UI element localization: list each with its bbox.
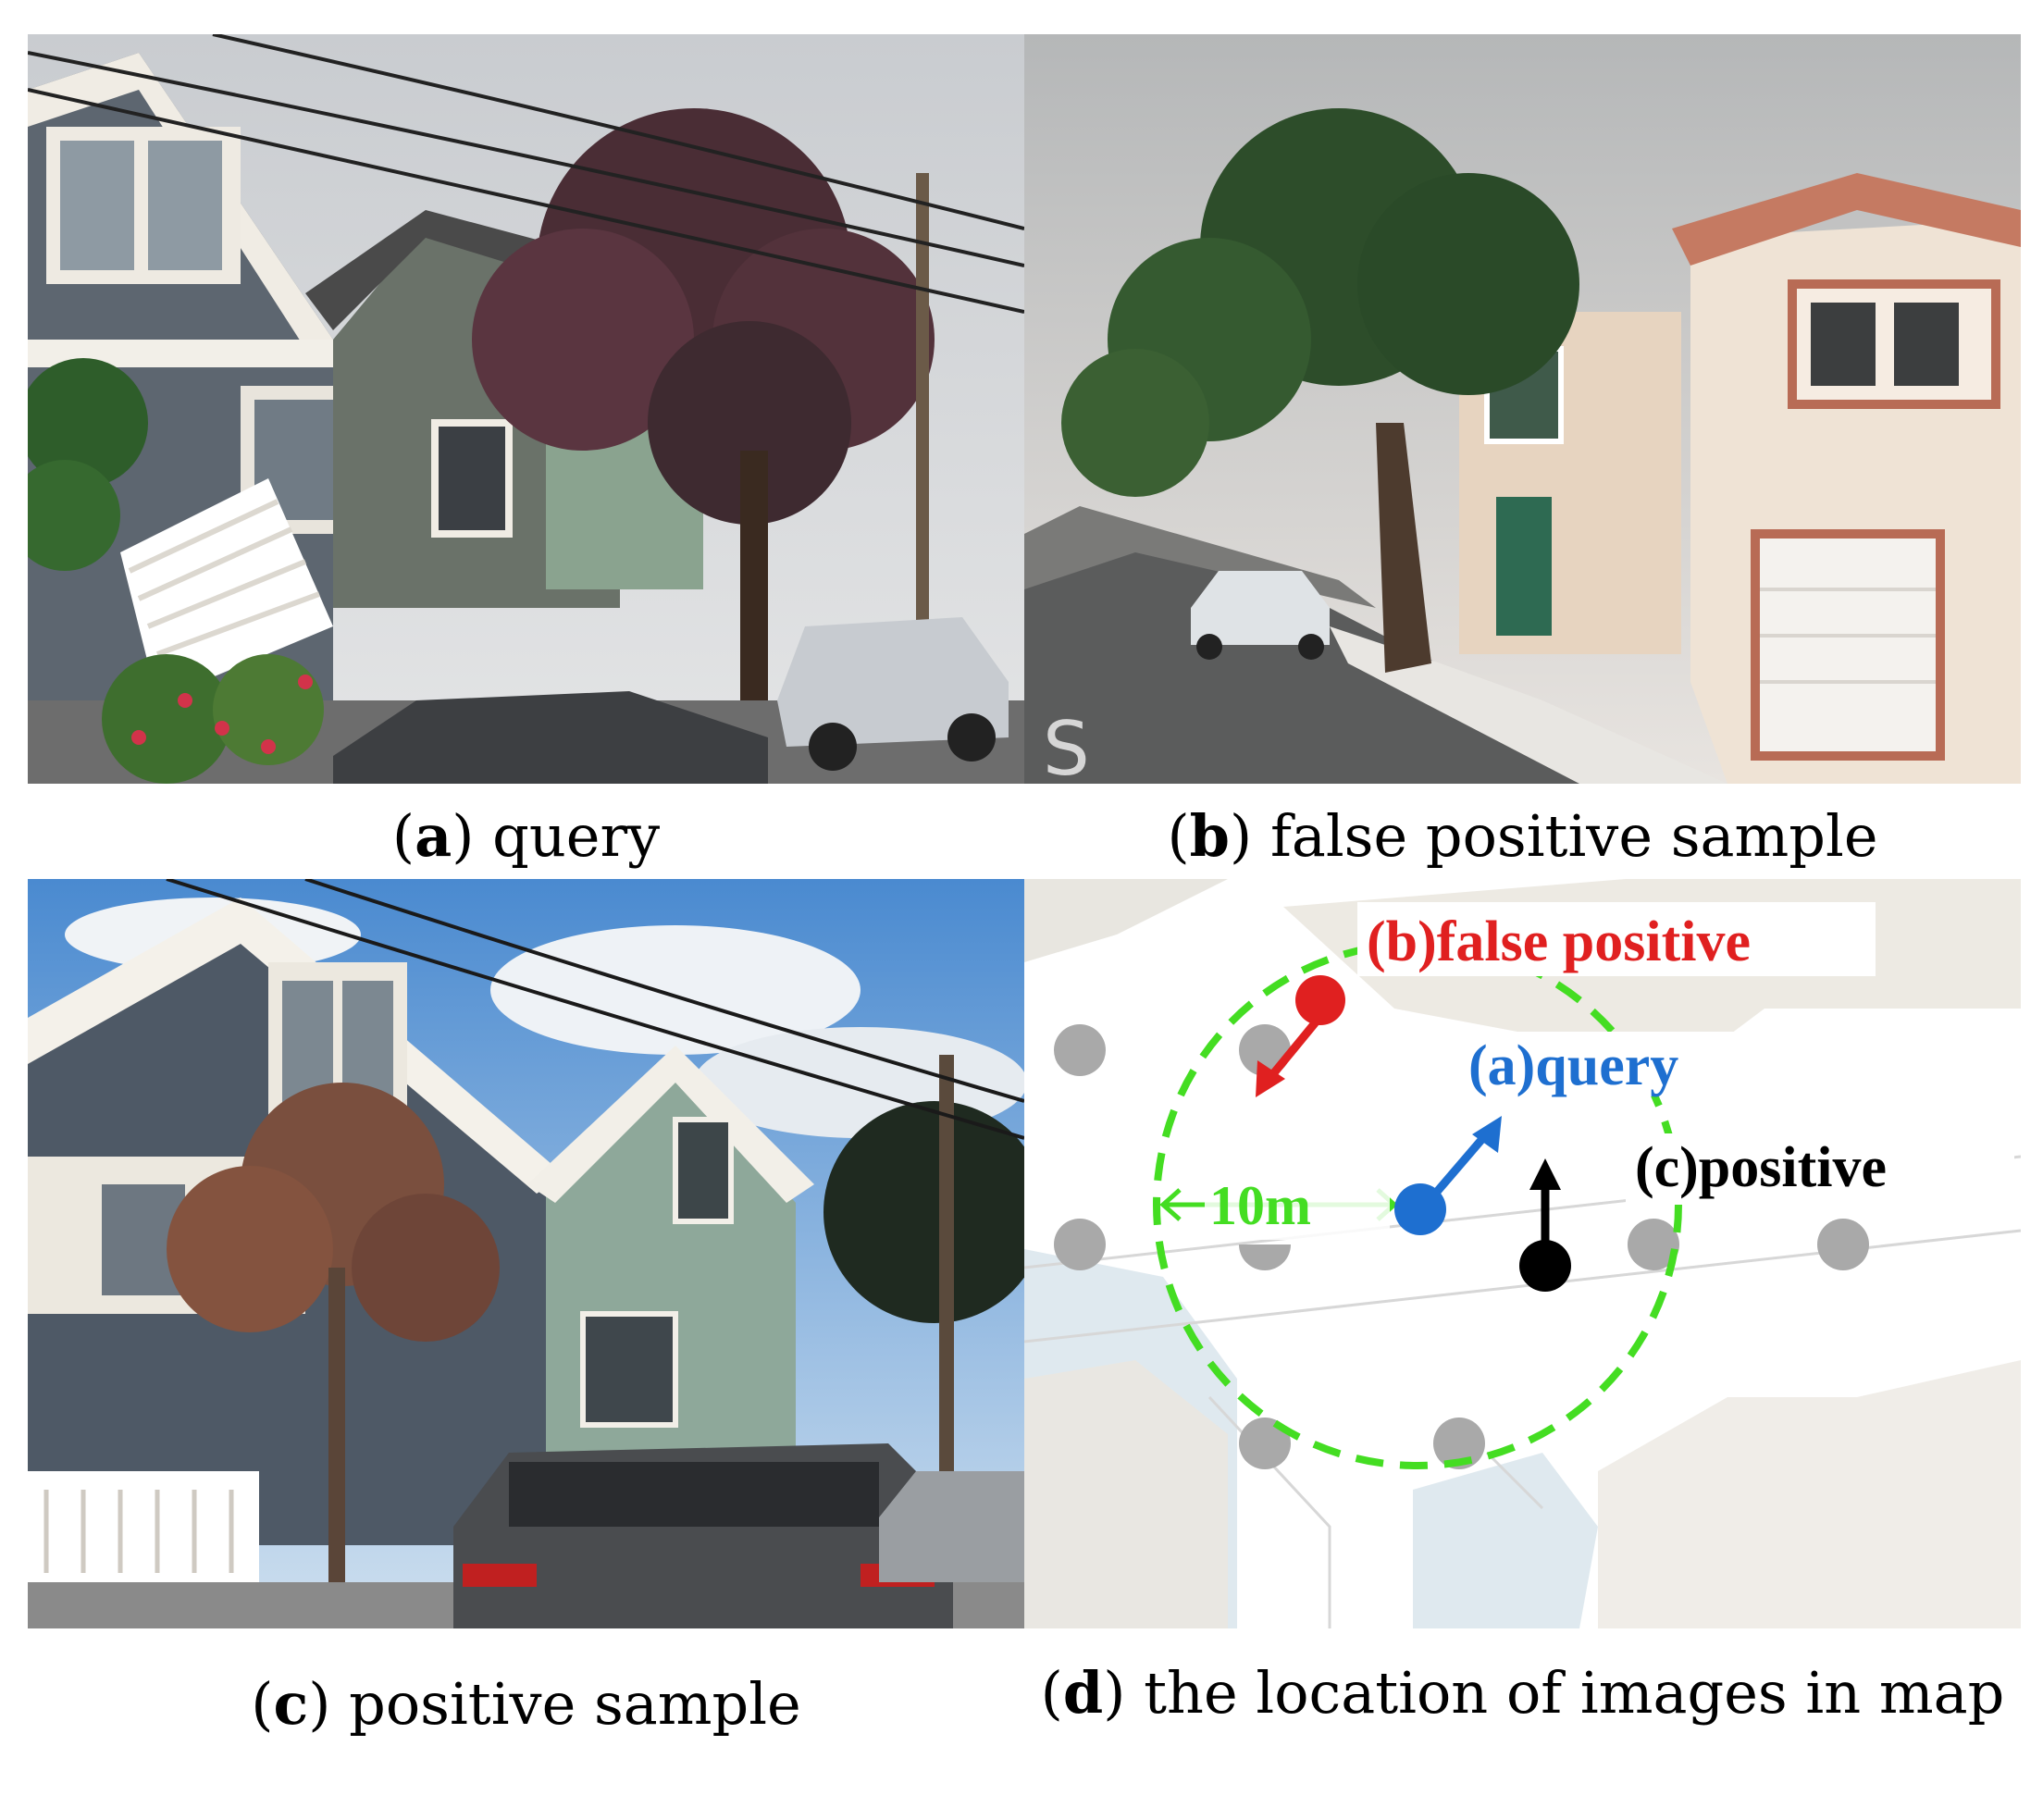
caption-text: the location of images in map	[1125, 1659, 2005, 1727]
caption-text: false positive sample	[1252, 802, 1878, 870]
query-photo	[28, 34, 1024, 784]
caption-letter: a	[415, 802, 452, 870]
caption-text: query	[474, 802, 661, 870]
positive-point	[1519, 1240, 1571, 1292]
map-grid-points	[1054, 1024, 1869, 1469]
location-map: (b)false positive (a)query (c)positive 1…	[1024, 879, 2021, 1628]
map-block	[1024, 1360, 1228, 1628]
radius-circle	[1153, 940, 1682, 1469]
query-label: (a)query	[1468, 1034, 1678, 1097]
caption-query: (a) query	[391, 802, 661, 870]
caption-letter: c	[273, 1670, 309, 1738]
caption-letter: d	[1062, 1659, 1104, 1727]
caption-map: (d) the location of images in map	[1040, 1659, 2005, 1727]
caption-text: positive sample	[330, 1670, 801, 1738]
false-positive-photo: S	[1024, 34, 2021, 784]
caption-letter: b	[1189, 802, 1231, 870]
caption-positive: (c) positive sample	[251, 1670, 801, 1738]
positive-photo	[28, 879, 1024, 1628]
query-point	[1394, 1183, 1446, 1235]
positive-label: (c)positive	[1635, 1136, 1887, 1199]
map-water-area	[1413, 1453, 1598, 1628]
query-direction-arrow	[1428, 1131, 1491, 1201]
radius-label: 10m	[1209, 1175, 1311, 1236]
caption-false-positive: (b) false positive sample	[1167, 802, 1878, 870]
false-positive-label: (b)false positive	[1367, 910, 1751, 973]
svg-text:S: S	[1043, 706, 1090, 784]
map-block	[1024, 879, 1228, 962]
map-block	[1598, 1360, 2021, 1628]
false-positive-point	[1295, 975, 1345, 1025]
